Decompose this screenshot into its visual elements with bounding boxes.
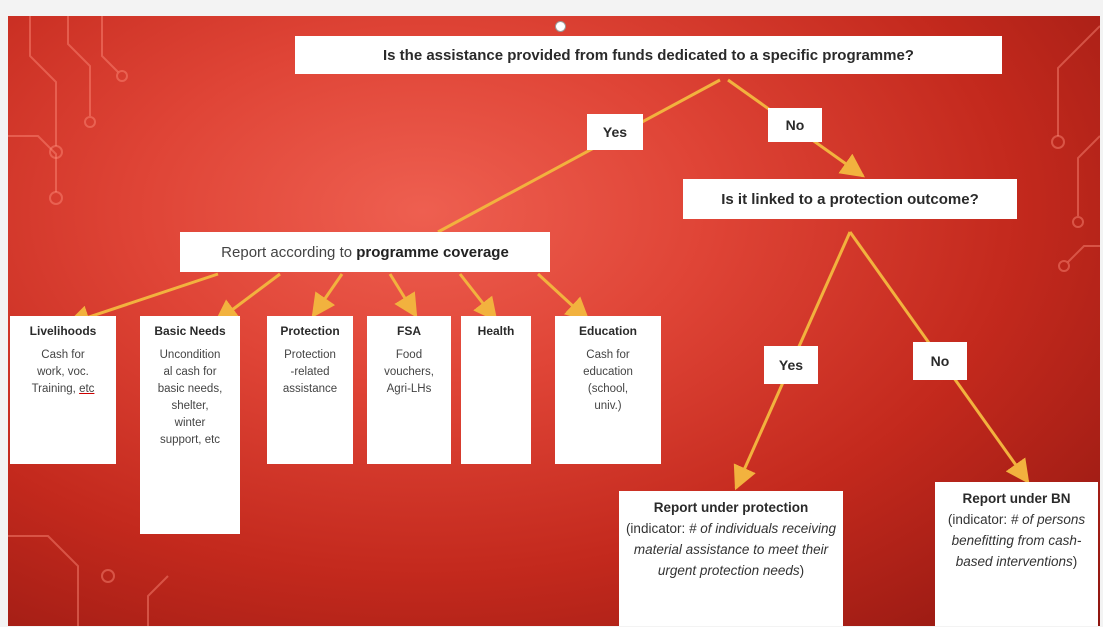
coverage-prefix: Report according to	[221, 243, 353, 261]
label-yes-programme-text: Yes	[602, 124, 628, 140]
coverage-bold: programme coverage	[356, 243, 509, 261]
category-title: Education	[578, 324, 637, 338]
arrow-cov-fsa	[388, 273, 418, 319]
label-no-protection-text: No	[930, 353, 950, 369]
question-box-protection-outcome: Is it linked to a protection outcome?	[683, 179, 1017, 219]
label-yes-programme: Yes	[587, 114, 643, 150]
category-education: Education Cash for education (school, un…	[555, 316, 661, 464]
report-protection-indicator: (indicator: # of individuals receiving m…	[625, 521, 837, 578]
category-title: FSA	[397, 324, 421, 338]
category-description: Food vouchers, Agri-LHs	[384, 349, 434, 395]
label-no-programme: No	[768, 108, 822, 142]
arrow-cov-livelihoods	[65, 272, 219, 329]
report-bn-title: Report under BN	[962, 491, 1071, 506]
arrow-cov-protection	[311, 273, 344, 318]
category-basic-needs: Basic Needs Uncondition al cash for basi…	[140, 316, 240, 534]
category-title: Health	[477, 324, 515, 338]
etc-link: etc	[79, 383, 95, 395]
question-protection-outcome-text: Is it linked to a protection outcome?	[721, 190, 979, 208]
category-health: Health	[461, 316, 531, 464]
arrow-cov-health	[458, 273, 498, 322]
category-title: Protection	[280, 324, 340, 338]
category-description: Protection -related assistance	[282, 349, 338, 395]
report-bn-box: Report under BN (indicator: # of persons…	[935, 482, 1098, 626]
report-protection-title: Report under protection	[653, 500, 809, 515]
report-protection-box: Report under protection (indicator: # of…	[619, 491, 843, 626]
category-title: Basic Needs	[154, 324, 226, 338]
connector-arrows	[65, 78, 1030, 491]
question-funds-text: Is the assistance provided from funds de…	[383, 46, 914, 64]
category-description: Uncondition al cash for basic needs, she…	[157, 349, 223, 446]
category-fsa: FSA Food vouchers, Agri-LHs	[367, 316, 451, 464]
label-yes-protection-text: Yes	[778, 357, 804, 373]
programme-coverage-box: Report according to programme coverage	[180, 232, 550, 272]
label-no-programme-text: No	[785, 117, 805, 133]
category-title: Livelihoods	[29, 324, 97, 338]
label-yes-protection: Yes	[764, 346, 818, 384]
label-no-protection: No	[913, 342, 967, 380]
category-protection: Protection Protection -related assistanc…	[267, 316, 353, 464]
report-bn-indicator: (indicator: # of persons benefitting fro…	[947, 512, 1086, 569]
category-description: Cash for education (school, univ.)	[583, 349, 633, 412]
arrow-cov-basicneeds	[214, 272, 281, 324]
arrow-cov-education	[536, 272, 590, 322]
circuit-decoration	[8, 16, 1100, 626]
arrow-q1-yes	[437, 78, 721, 234]
selection-handle	[555, 21, 566, 32]
category-livelihoods: Livelihoods Cash for work, voc. Training…	[10, 316, 116, 464]
slide-canvas: Is the assistance provided from funds de…	[8, 16, 1100, 626]
question-box-funds: Is the assistance provided from funds de…	[295, 36, 1002, 74]
category-description: Cash for work, voc. Training, etc	[31, 349, 95, 395]
